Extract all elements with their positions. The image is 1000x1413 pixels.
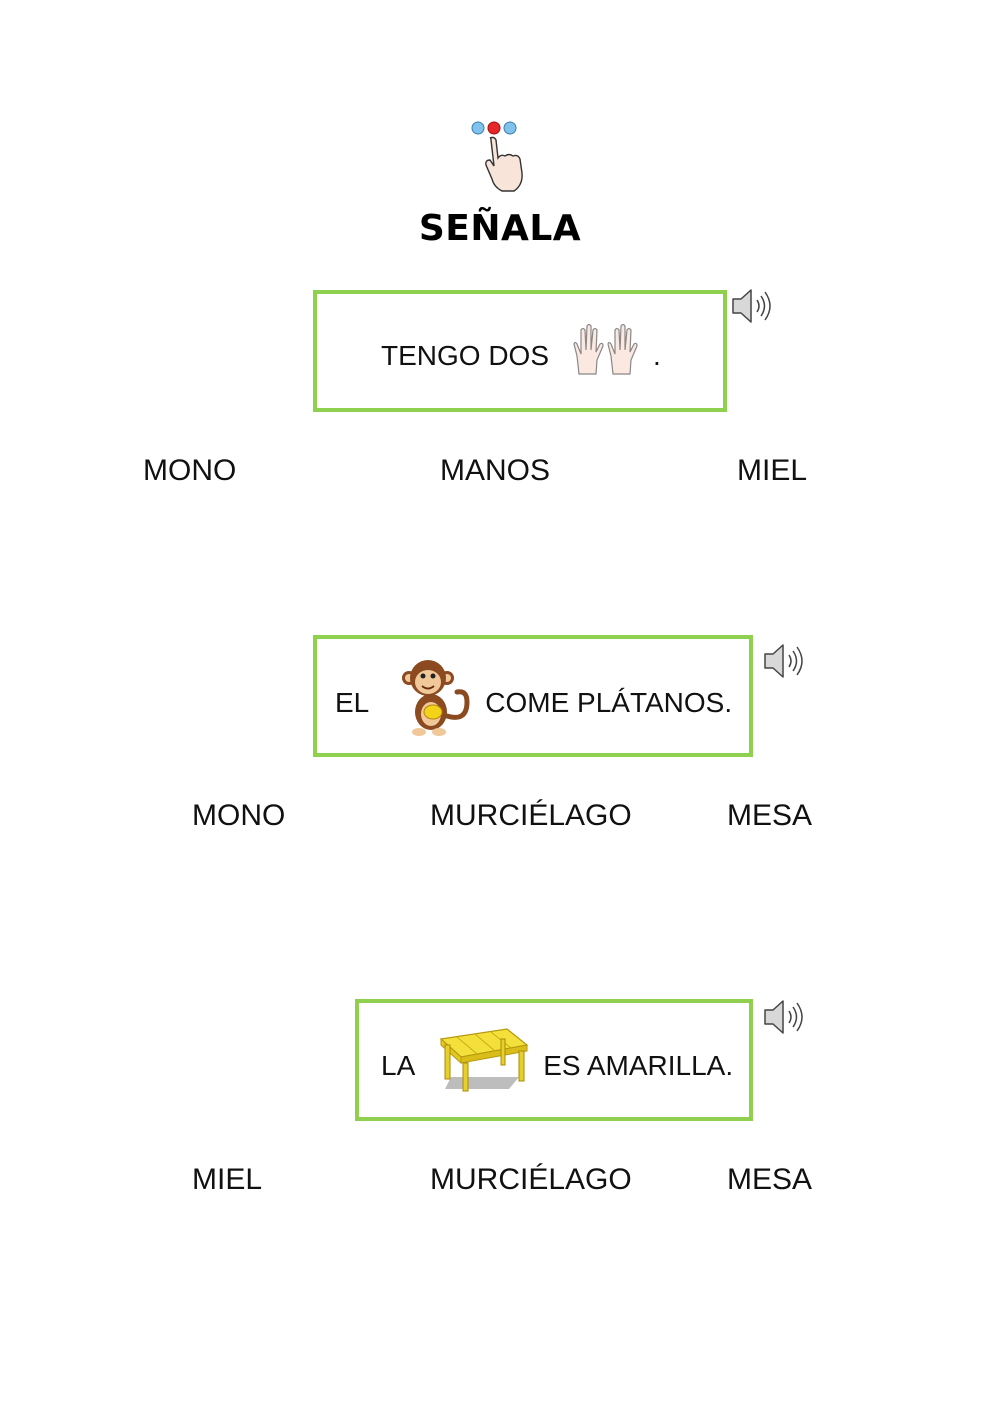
option-murcielago[interactable]: MURCIÉLAGO (430, 1163, 632, 1196)
speaker-icon[interactable] (762, 997, 808, 1037)
monkey-icon (397, 654, 473, 738)
sentence-box-2: EL COME PLÁTANOS. (313, 635, 753, 757)
sentence-2-start: EL (335, 687, 370, 718)
sentence-box-1: TENGO DOS . (313, 290, 727, 412)
option-murcielago[interactable]: MURCIÉLAGO (430, 799, 632, 832)
sentence-box-3: LA ES AMARILLA. (355, 999, 753, 1121)
page-title: SEÑALA (418, 208, 582, 249)
yellow-table-icon (435, 1025, 531, 1095)
option-miel[interactable]: MIEL (737, 454, 808, 487)
option-mono[interactable]: MONO (143, 454, 237, 487)
sentence-1-end: . (653, 340, 661, 371)
sentence-1-start: TENGO DOS (381, 340, 550, 371)
sentence-3-start: LA (381, 1050, 416, 1081)
option-mesa[interactable]: MESA (727, 1163, 813, 1196)
speaker-icon[interactable] (730, 286, 776, 326)
option-manos[interactable]: MANOS (440, 454, 551, 487)
pointing-hand-icon (466, 116, 536, 192)
hands-icon (573, 323, 647, 378)
option-mesa[interactable]: MESA (727, 799, 813, 832)
speaker-icon[interactable] (762, 641, 808, 681)
option-mono[interactable]: MONO (192, 799, 286, 832)
sentence-3-end: ES AMARILLA. (543, 1050, 734, 1081)
option-miel[interactable]: MIEL (192, 1163, 263, 1196)
sentence-2-end: COME PLÁTANOS. (485, 687, 733, 718)
